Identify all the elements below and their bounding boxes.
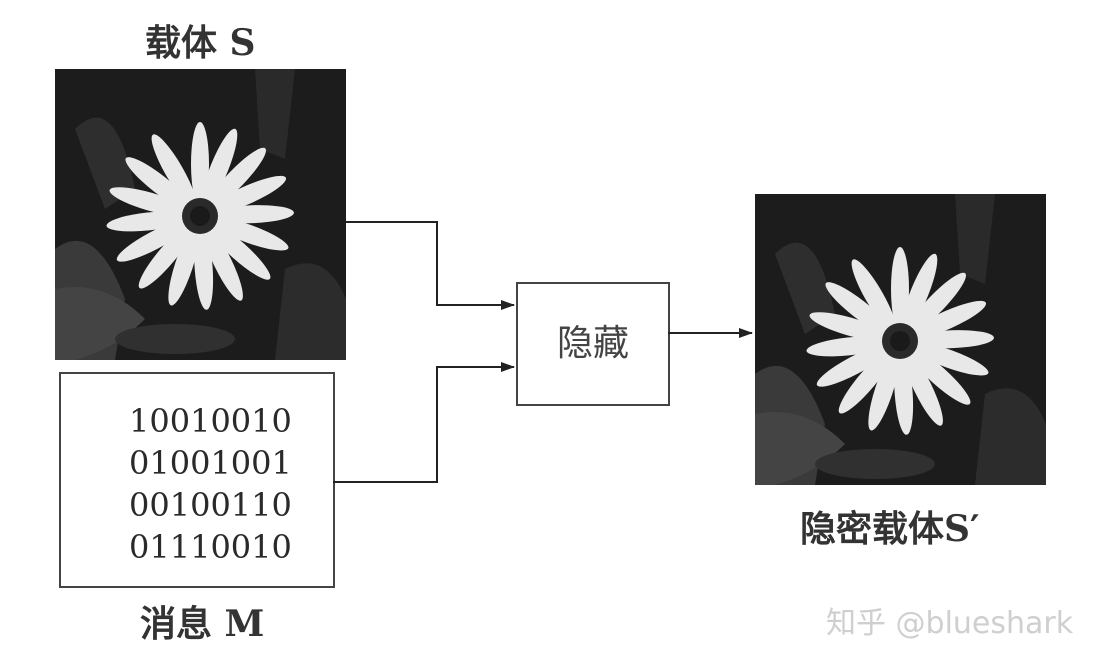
watermark-text: 知乎 @blueshark: [826, 606, 1074, 641]
bit-row: 00100110: [129, 486, 292, 524]
stego-image: [755, 194, 1046, 485]
carrier-to-hide-arrow: [346, 221, 515, 310]
carrier-label: 载体 S: [145, 22, 256, 64]
bit-row: 01110010: [129, 528, 292, 566]
message-box: 10010010 01001001 00100110 01110010: [59, 372, 335, 588]
stego-label: 隐密载体S′: [800, 508, 980, 550]
bit-row: 10010010: [129, 402, 292, 440]
message-to-hide-arrow: [333, 362, 515, 483]
bit-row: 01001001: [129, 444, 292, 482]
hide-process-label: 隐藏: [556, 323, 629, 364]
flower-image: [55, 69, 346, 360]
message-bits: 10010010 01001001 00100110 01110010: [129, 400, 292, 568]
hide-process-box: 隐藏: [516, 282, 670, 406]
message-label: 消息 M: [140, 603, 265, 645]
carrier-image: [55, 69, 346, 360]
flower-image: [755, 194, 1046, 485]
